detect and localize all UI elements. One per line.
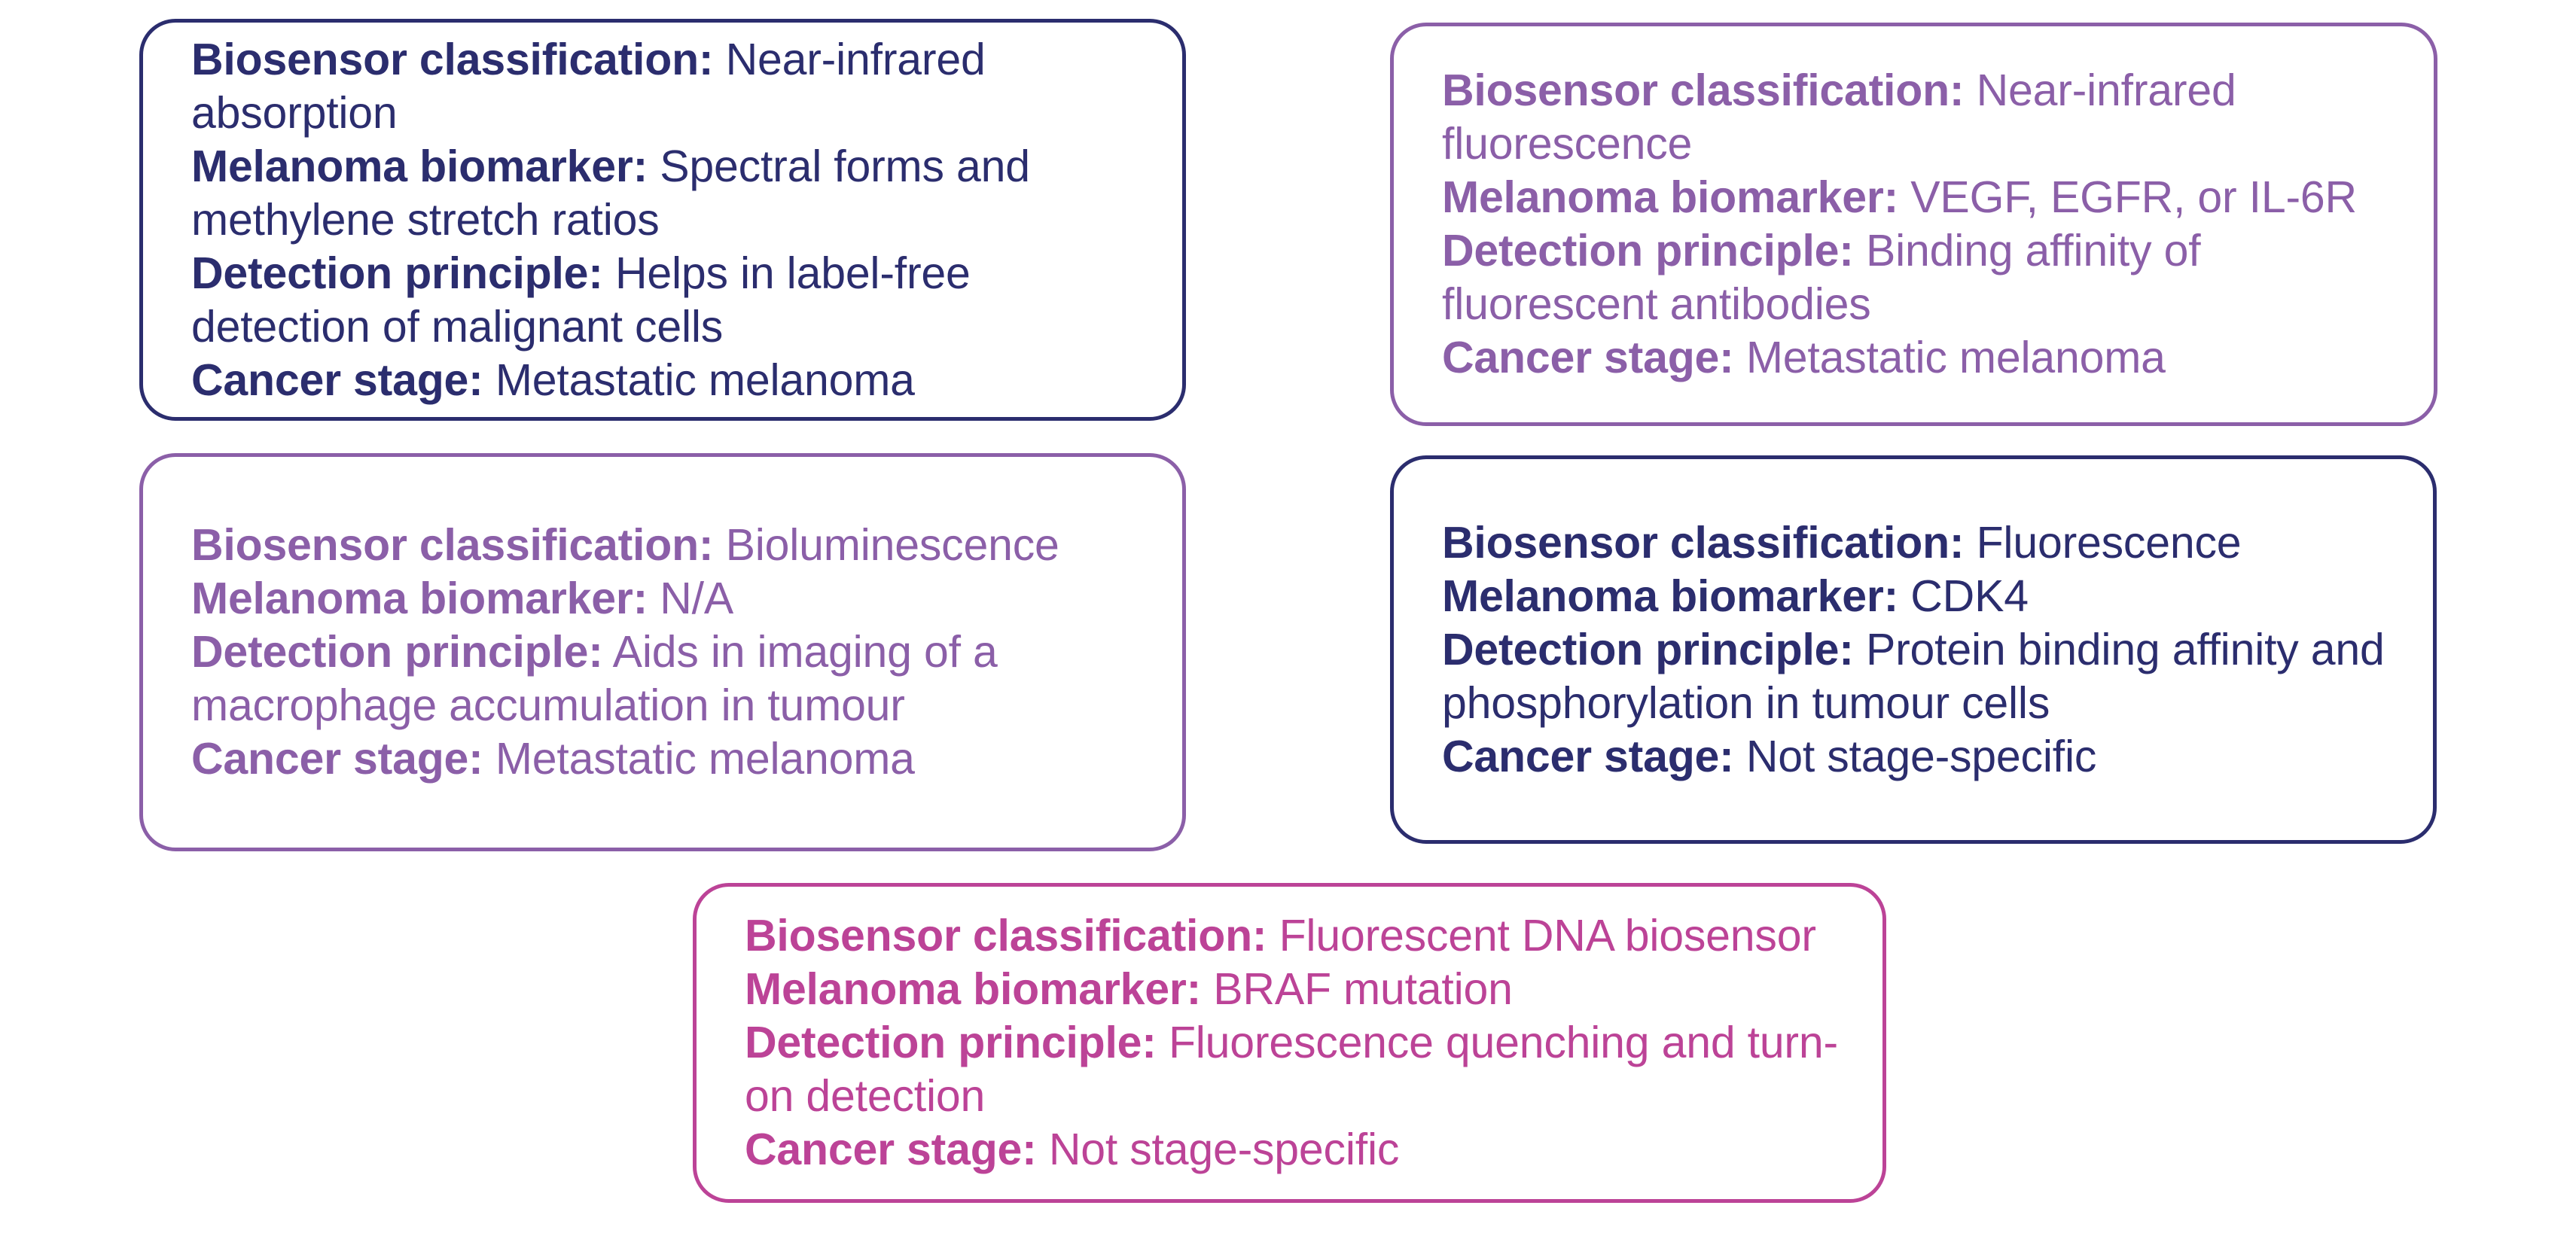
field-value-stage: Metastatic melanoma [1745, 333, 2166, 382]
field-label-classification: Biosensor classification: [191, 520, 714, 570]
field-biomarker: Melanoma biomarker: VEGF, EGFR, or IL-6R [1442, 171, 2392, 224]
card-body: Biosensor classification: Bioluminescenc… [143, 519, 1182, 786]
field-label-principle: Detection principle: [1442, 226, 1854, 275]
field-value-classification: Fluorescence [1976, 517, 2242, 568]
field-label-biomarker: Melanoma biomarker: [1442, 571, 1899, 621]
field-classification: Biosensor classification: Fluorescent DN… [745, 909, 1840, 963]
field-value-biomarker: BRAF mutation [1213, 964, 1513, 1014]
field-value-stage: Metastatic melanoma [495, 355, 915, 405]
field-stage: Cancer stage: Metastatic melanoma [1442, 331, 2392, 385]
field-value-biomarker: VEGF, EGFR, or IL-6R [1910, 172, 2357, 222]
field-principle: Detection principle: Protein binding aff… [1442, 623, 2391, 730]
field-label-stage: Cancer stage: [745, 1125, 1037, 1174]
field-value-stage: Not stage-specific [1048, 1125, 1400, 1174]
field-label-classification: Biosensor classification: [191, 34, 714, 84]
field-value-principle: Protein binding affinity and phosphoryla… [1442, 624, 2385, 728]
field-classification: Biosensor classification: Bioluminescenc… [191, 519, 1140, 572]
field-classification: Biosensor classification: Near-infrared … [191, 33, 1140, 140]
field-value-principle: Fluorescence quenching and turn-on detec… [745, 1018, 1838, 1121]
field-biomarker: Melanoma biomarker: BRAF mutation [745, 963, 1840, 1016]
field-stage: Cancer stage: Not stage-specific [745, 1123, 1840, 1177]
field-label-biomarker: Melanoma biomarker: [191, 141, 648, 191]
field-label-stage: Cancer stage: [1442, 731, 1734, 781]
card-body: Biosensor classification: Near-infrared … [1394, 64, 2434, 385]
card-body: Biosensor classification: Near-infrared … [143, 33, 1182, 407]
field-label-stage: Cancer stage: [191, 355, 483, 405]
field-label-principle: Detection principle: [745, 1018, 1157, 1067]
field-biomarker: Melanoma biomarker: CDK4 [1442, 570, 2391, 623]
field-principle: Detection principle: Binding affinity of… [1442, 224, 2392, 331]
field-principle: Detection principle: Fluorescence quench… [745, 1016, 1840, 1123]
card-body: Biosensor classification: Fluorescence M… [1394, 516, 2433, 784]
field-label-principle: Detection principle: [1442, 624, 1854, 674]
field-label-principle: Detection principle: [191, 627, 603, 677]
field-label-principle: Detection principle: [191, 248, 603, 298]
field-label-classification: Biosensor classification: [1442, 517, 1965, 568]
biosensor-card: Biosensor classification: Fluorescent DN… [693, 883, 1886, 1203]
field-value-biomarker: N/A [660, 574, 734, 623]
biosensor-card: Biosensor classification: Bioluminescenc… [139, 453, 1186, 851]
field-principle: Detection principle: Aids in imaging of … [191, 626, 1140, 732]
field-value-principle: Binding affinity of fluorescent antibodi… [1442, 226, 2201, 329]
field-value-classification: Near-infrared absorption [191, 34, 986, 138]
field-stage: Cancer stage: Not stage-specific [1442, 730, 2391, 784]
field-value-biomarker: Spectral forms and methylene stretch rat… [191, 141, 1030, 245]
field-value-principle: Aids in imaging of a macrophage accumula… [191, 627, 998, 730]
field-stage: Cancer stage: Metastatic melanoma [191, 354, 1140, 407]
field-label-classification: Biosensor classification: [1442, 65, 1965, 115]
field-principle: Detection principle: Helps in label-free… [191, 247, 1140, 354]
field-value-stage: Metastatic melanoma [495, 734, 915, 784]
biosensor-card: Biosensor classification: Near-infrared … [1390, 23, 2437, 426]
field-value-classification: Near-infrared fluorescence [1442, 65, 2236, 169]
field-value-classification: Fluorescent DNA biosensor [1279, 911, 1816, 960]
biosensor-card: Biosensor classification: Near-infrared … [139, 19, 1186, 421]
field-label-biomarker: Melanoma biomarker: [191, 574, 648, 623]
field-label-classification: Biosensor classification: [745, 911, 1267, 960]
biosensor-card: Biosensor classification: Fluorescence M… [1390, 455, 2437, 844]
card-body: Biosensor classification: Fluorescent DN… [697, 909, 1882, 1177]
field-label-biomarker: Melanoma biomarker: [1442, 172, 1899, 222]
field-label-stage: Cancer stage: [1442, 333, 1734, 382]
field-stage: Cancer stage: Metastatic melanoma [191, 732, 1140, 786]
field-biomarker: Melanoma biomarker: Spectral forms and m… [191, 140, 1140, 247]
field-value-stage: Not stage-specific [1745, 731, 2097, 781]
field-classification: Biosensor classification: Near-infrared … [1442, 64, 2392, 171]
field-value-biomarker: CDK4 [1910, 571, 2029, 621]
field-label-biomarker: Melanoma biomarker: [745, 964, 1202, 1014]
field-biomarker: Melanoma biomarker: N/A [191, 572, 1140, 626]
field-label-stage: Cancer stage: [191, 734, 483, 784]
field-value-classification: Bioluminescence [725, 520, 1059, 570]
field-value-principle: Helps in label-free detection of maligna… [191, 248, 971, 352]
field-classification: Biosensor classification: Fluorescence [1442, 516, 2391, 570]
